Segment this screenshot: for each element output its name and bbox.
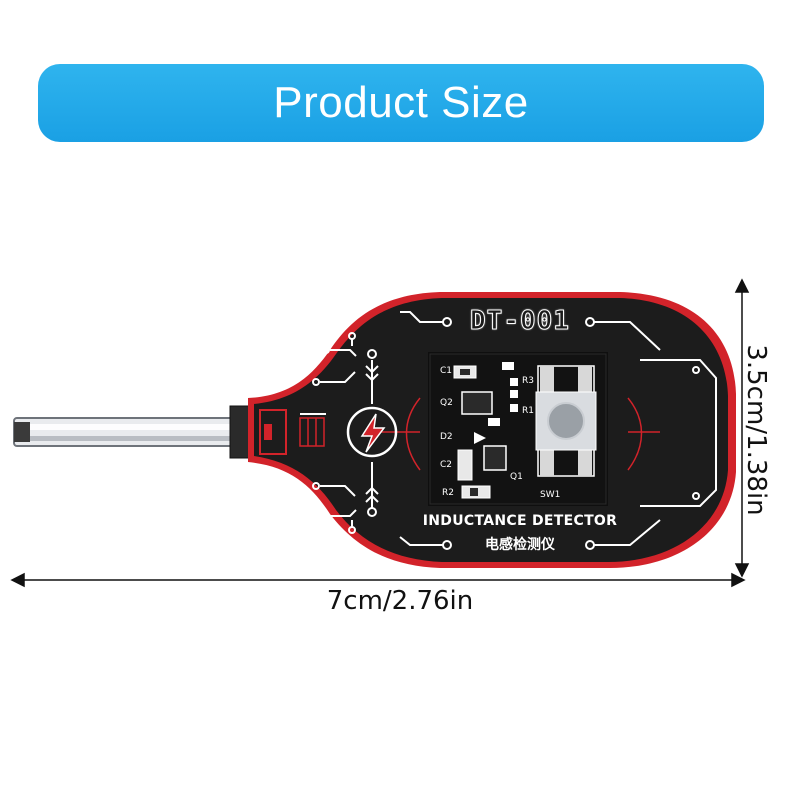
label-q2: Q2 — [440, 398, 453, 408]
switch-button-icon — [547, 402, 585, 440]
height-dimension-label: 3.5cm/1.38in — [741, 344, 771, 516]
banner-title: Product Size — [273, 78, 529, 127]
white-traces — [300, 311, 717, 550]
label-r2: R2 — [442, 488, 454, 498]
probe-needle — [13, 405, 253, 459]
label-d2: D2 — [440, 432, 453, 442]
width-dimension-label: 7cm/2.76in — [326, 586, 474, 616]
red-trace-left — [405, 397, 421, 471]
label-q1: Q1 — [510, 472, 523, 482]
height-arrow-top — [734, 278, 750, 293]
label-c1: C1 — [440, 366, 453, 376]
width-arrow-left — [10, 572, 25, 588]
pcb-window — [428, 352, 608, 506]
title-banner: Product Size — [38, 64, 764, 142]
label-sw1: SW1 — [540, 490, 561, 500]
label-c2: C2 — [440, 460, 453, 470]
label-r3: R3 — [522, 376, 534, 386]
model-label: DT-001 — [470, 306, 570, 337]
red-trace-right — [627, 397, 643, 471]
lightning-icon — [346, 406, 398, 458]
connector-block — [259, 409, 325, 455]
device-name-en: INDUCTANCE DETECTOR — [422, 513, 618, 529]
label-r1: R1 — [522, 406, 534, 416]
width-arrow-right — [731, 572, 746, 588]
height-arrow-bottom — [734, 563, 750, 578]
device-name-zh: 电感检测仪 — [485, 537, 555, 553]
